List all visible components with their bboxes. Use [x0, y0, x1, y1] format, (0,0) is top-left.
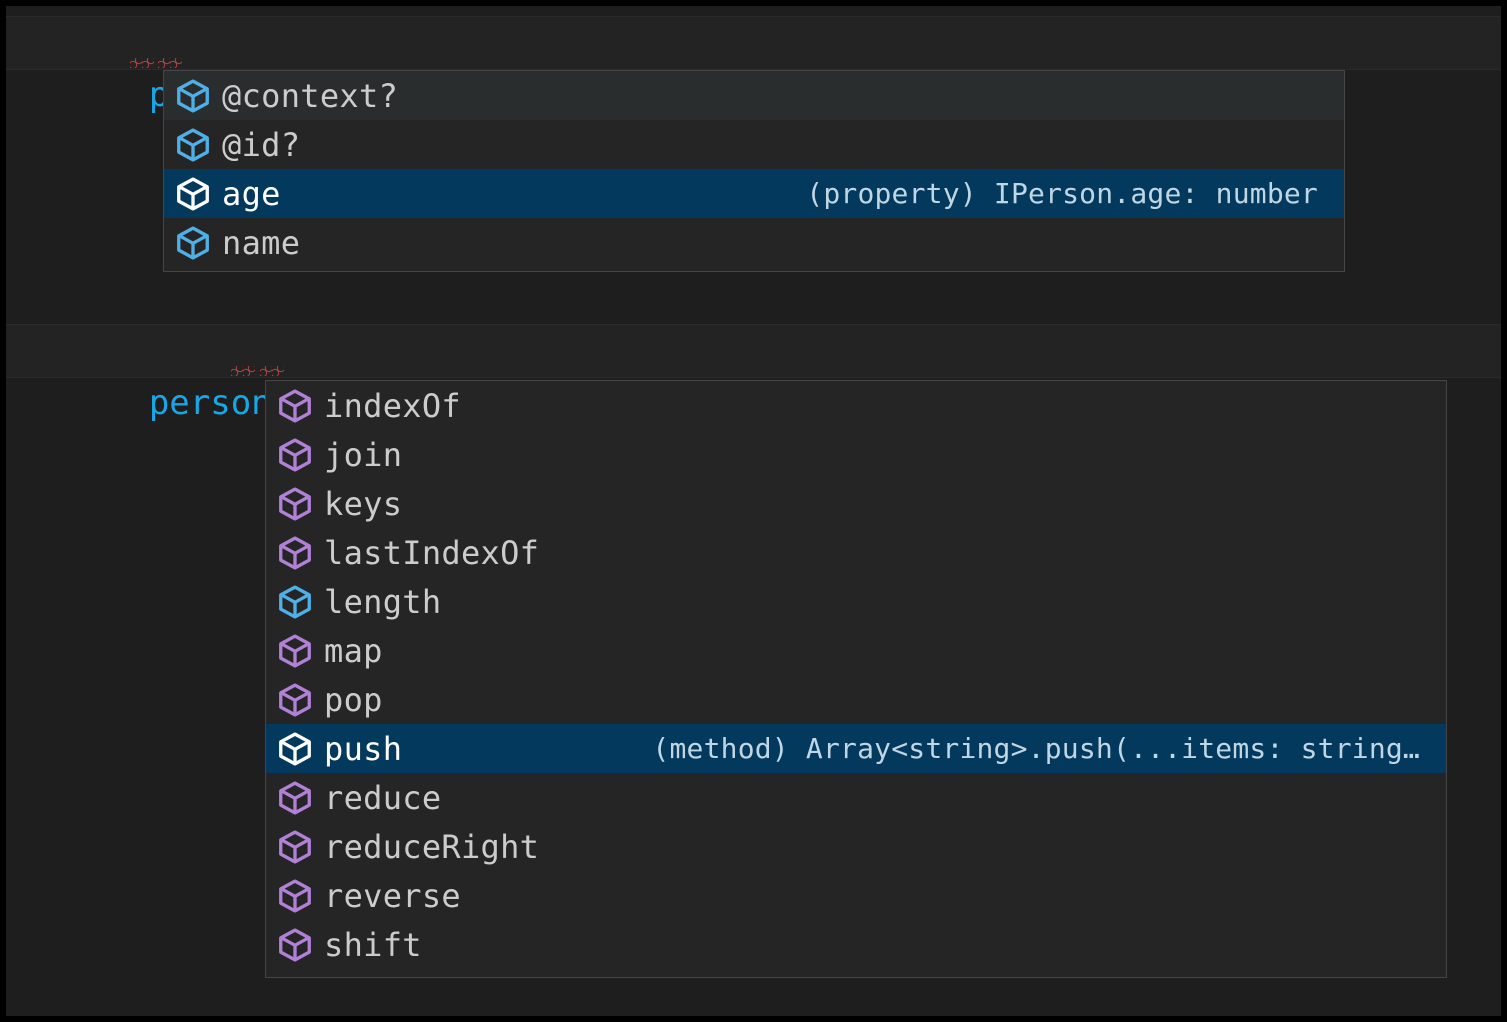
suggest-row[interactable]: lastIndexOf	[266, 528, 1446, 577]
suggest-row[interactable]: length	[266, 577, 1446, 626]
suggest-row[interactable]: shift	[266, 920, 1446, 969]
property-cube-icon	[174, 77, 212, 115]
token-object: person	[148, 383, 272, 423]
method-cube-icon	[276, 436, 314, 474]
property-cube-icon	[174, 224, 212, 262]
method-cube-icon	[276, 926, 314, 964]
method-cube-icon	[276, 828, 314, 866]
code-editor-surface[interactable]: person.; @context? @id? age (property) IPer…	[6, 6, 1501, 1016]
suggest-row[interactable]: @id?	[164, 120, 1344, 169]
suggest-item-label: reduce	[324, 778, 442, 817]
method-cube-icon	[276, 632, 314, 670]
code-line-1[interactable]: person.;	[6, 16, 1501, 115]
suggest-item-label: map	[324, 631, 383, 670]
suggest-row[interactable]: pop	[266, 675, 1446, 724]
method-cube-icon	[276, 387, 314, 425]
suggest-item-label: reduceRight	[324, 827, 540, 866]
suggest-row[interactable]: join	[266, 430, 1446, 479]
suggest-item-label: @id?	[222, 125, 301, 164]
suggest-item-label: @context?	[222, 76, 399, 115]
error-squiggle-line1-dot	[130, 58, 154, 68]
method-cube-icon	[276, 534, 314, 572]
suggest-row[interactable]: map	[266, 626, 1446, 675]
suggest-item-label: age	[222, 174, 281, 213]
error-squiggle-line2-semicolon	[260, 366, 284, 376]
suggest-row[interactable]: indexOf	[266, 381, 1446, 430]
suggest-widget-person-name[interactable]: indexOf join keys lastIndexOf length map pop pu…	[265, 380, 1447, 978]
suggest-row[interactable]: keys	[266, 479, 1446, 528]
suggest-row[interactable]: reduceRight	[266, 822, 1446, 871]
suggest-item-label: length	[324, 582, 442, 621]
suggest-row[interactable]: name	[164, 218, 1344, 267]
property-cube-icon	[174, 175, 212, 213]
property-cube-icon	[174, 126, 212, 164]
error-squiggle-line2-dot	[231, 366, 255, 376]
suggest-row[interactable]: push (method) Array<string>.push(...items…	[266, 724, 1446, 773]
suggest-item-label: join	[324, 435, 403, 474]
suggest-row[interactable]: reverse	[266, 871, 1446, 920]
error-squiggle-line1-semicolon	[158, 58, 182, 68]
suggest-item-label: indexOf	[324, 386, 461, 425]
suggest-item-label: push	[324, 729, 403, 768]
method-cube-icon	[276, 730, 314, 768]
property-cube-icon	[276, 583, 314, 621]
suggest-item-label: pop	[324, 680, 383, 719]
suggest-item-label: keys	[324, 484, 403, 523]
suggest-row[interactable]: age (property) IPerson.age: number	[164, 169, 1344, 218]
method-cube-icon	[276, 877, 314, 915]
suggest-item-label: shift	[324, 925, 422, 964]
suggest-item-label: lastIndexOf	[324, 533, 540, 572]
suggest-item-detail: (property) IPerson.age: number	[806, 177, 1318, 210]
suggest-row[interactable]: reduce	[266, 773, 1446, 822]
suggest-row[interactable]: @context?	[164, 71, 1344, 120]
suggest-widget-person[interactable]: @context? @id? age (property) IPerson.age: …	[163, 70, 1345, 272]
suggest-item-label: name	[222, 223, 301, 262]
suggest-item-label: reverse	[324, 876, 461, 915]
method-cube-icon	[276, 485, 314, 523]
method-cube-icon	[276, 779, 314, 817]
suggest-item-detail: (method) Array<string>.push(...items: st…	[652, 732, 1420, 765]
method-cube-icon	[276, 681, 314, 719]
